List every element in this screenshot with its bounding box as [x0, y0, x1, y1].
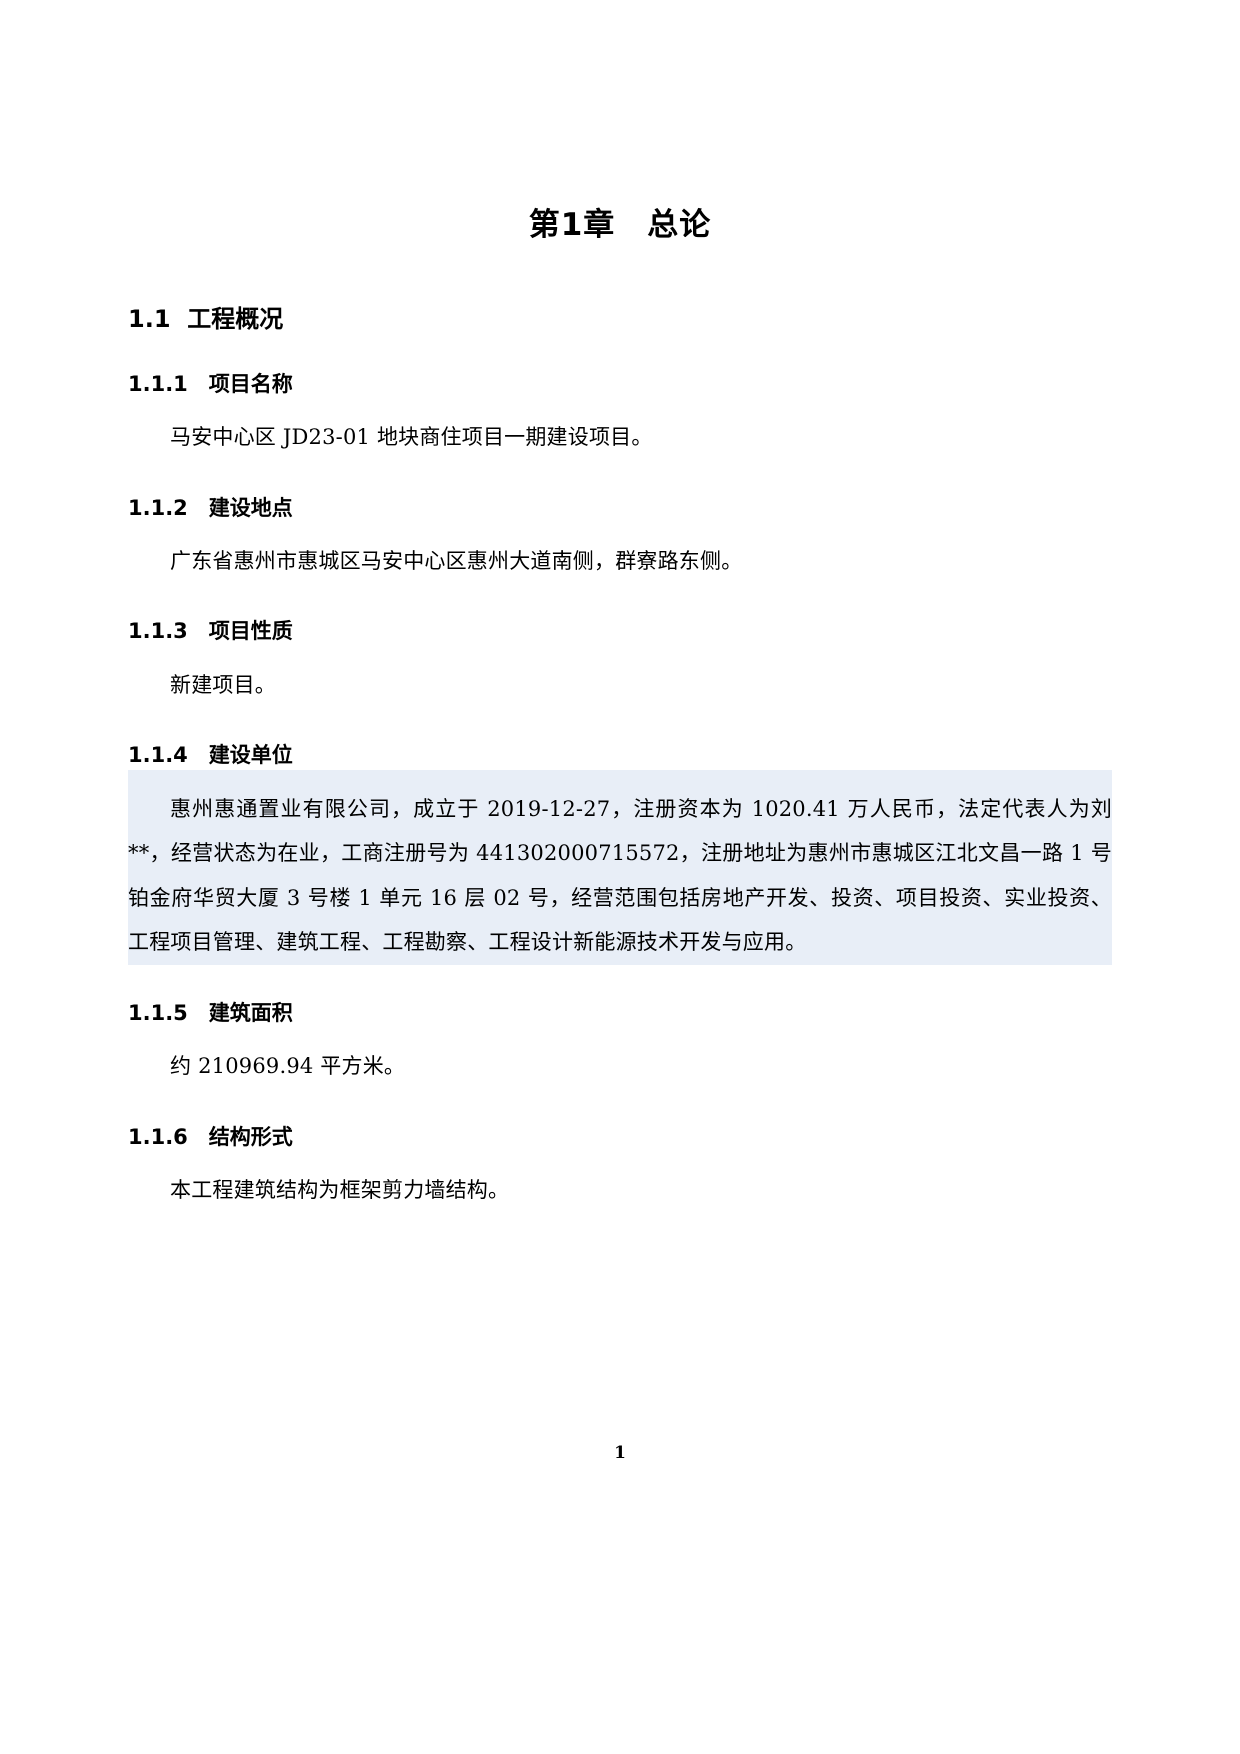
- paragraph-construction-site: 广东省惠州市惠城区马安中心区惠州大道南侧，群寮路东侧。: [170, 548, 743, 573]
- heading-1-1-6-structure-type: 1.1.6 结构形式: [128, 1124, 293, 1149]
- heading-1-1-1-project-name: 1.1.1 项目名称: [128, 371, 293, 396]
- page-content: 第1章 总论 1.1 工程概况 1.1.1 项目名称 马安中心区 JD23-01…: [128, 0, 1112, 1212]
- paragraph-project-name: 马安中心区 JD23-01 地块商住项目一期建设项目。: [170, 425, 653, 450]
- page-number: 1: [614, 1443, 626, 1463]
- paragraph-structure-type: 本工程建筑结构为框架剪力墙结构。: [170, 1177, 510, 1202]
- chapter-title: 第1章 总论: [528, 207, 712, 243]
- paragraph-building-area: 约 210969.94 平方米。: [170, 1054, 406, 1079]
- heading-1-1-overview: 1.1 工程概况: [128, 305, 284, 334]
- heading-1-1-2-construction-site: 1.1.2 建设地点: [128, 495, 293, 520]
- heading-1-1-5-building-area: 1.1.5 建筑面积: [128, 1000, 293, 1025]
- heading-1-1-3-project-nature: 1.1.3 项目性质: [128, 619, 293, 644]
- paragraph-construction-unit: 惠州惠通置业有限公司，成立于 2019-12-27，注册资本为 1020.41 …: [128, 769, 1112, 965]
- heading-1-1-4-construction-unit: 1.1.4 建设单位: [128, 743, 293, 768]
- paragraph-project-nature: 新建项目。: [170, 672, 276, 697]
